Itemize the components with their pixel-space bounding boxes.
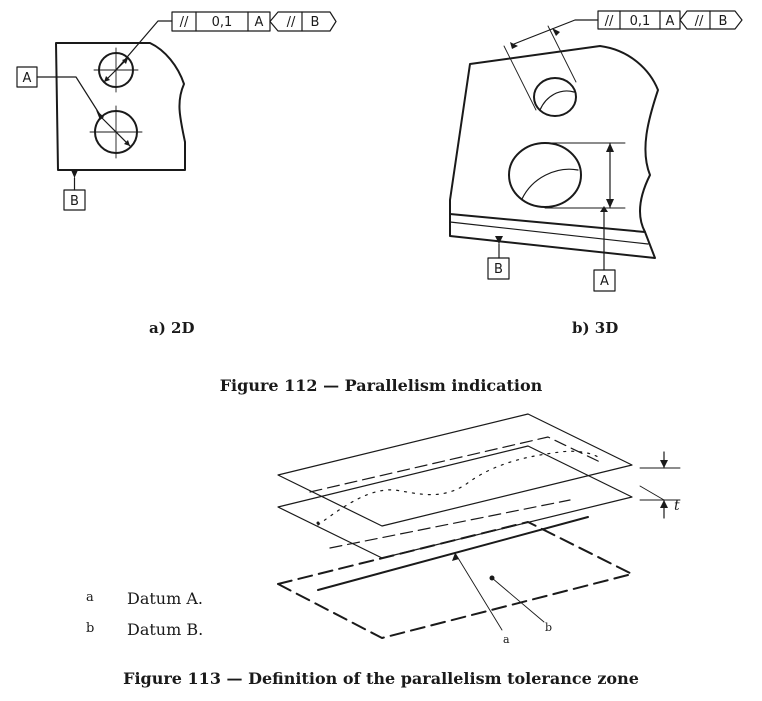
datum-plane-b	[277, 521, 633, 639]
figure-113-tolerance-zone: a b t	[277, 413, 681, 646]
fcf-2d-parallel-symbol: //	[180, 15, 189, 30]
figure-112-caption: Figure 112 — Parallelism indication	[219, 376, 543, 395]
fcf-3d-sec-datum: B	[719, 14, 728, 29]
upper-hole-3d	[533, 77, 577, 117]
figure-112a-2d: A B // 0,1 A // B	[16, 11, 337, 211]
datum-a-label-2d: A	[23, 71, 32, 86]
part-bottom-face-3d	[449, 213, 656, 259]
fcf-2d-sec-datum: B	[311, 15, 320, 30]
lower-plane	[277, 445, 633, 559]
part-top-face-3d	[449, 45, 659, 233]
upper-plane	[277, 413, 633, 527]
fcf-3d-tolerance: 0,1	[630, 14, 651, 29]
key-b-text: Datum B.	[127, 620, 204, 639]
fcf-2d-sec-symbol: //	[287, 15, 296, 30]
fcf-3d-sec-symbol: //	[695, 14, 704, 29]
key-b-letter: b	[86, 621, 95, 636]
datum-a-leader-2d	[36, 76, 103, 119]
subcaption-3d: b) 3D	[572, 319, 619, 337]
datum-b-label-3d: B	[494, 262, 503, 277]
datum-b-label-2d: B	[70, 194, 79, 209]
callout-a-label: a	[503, 633, 510, 646]
fcf-2d-datum: A	[255, 15, 264, 30]
datum-a-box-3d: A	[593, 269, 616, 292]
key-a-letter: a	[86, 590, 94, 605]
datum-axis-a	[317, 516, 589, 591]
fcf-leader-2d	[115, 20, 173, 71]
datum-a-box-2d: A	[16, 66, 38, 88]
feature-control-frame-3d: // 0,1 A // B	[597, 10, 743, 30]
callout-b-label: b	[545, 621, 552, 634]
part-outline-2d	[55, 42, 186, 171]
figure-113-caption: Figure 113 — Definition of the paralleli…	[123, 669, 639, 688]
fcf-3d-parallel-symbol: //	[605, 14, 614, 29]
feature-control-frame-2d: // 0,1 A // B	[171, 11, 337, 32]
key-a-text: Datum A.	[127, 589, 203, 608]
datum-b-box-3d: B	[487, 257, 510, 280]
figure-112b-3d: A B // 0,1 A // B	[449, 10, 743, 292]
datum-a-label-3d: A	[600, 274, 609, 289]
subcaption-2d: a) 2D	[149, 319, 195, 337]
fcf-2d-tolerance: 0,1	[212, 15, 233, 30]
fcf-leader-3d	[523, 19, 599, 41]
datum-b-box-2d: B	[63, 189, 86, 211]
thickness-label-t: t	[674, 498, 680, 514]
fcf-3d-datum: A	[666, 14, 675, 29]
